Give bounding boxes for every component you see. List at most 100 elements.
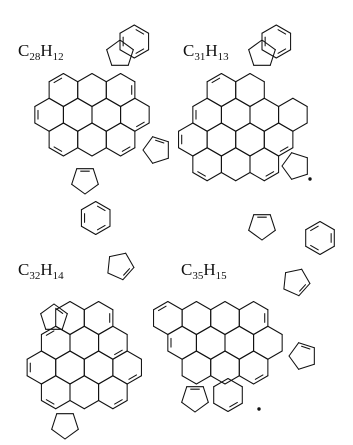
- bond: [263, 171, 280, 182]
- bond: [119, 39, 134, 51]
- bond: [235, 97, 251, 108]
- double-bond: [96, 205, 106, 212]
- bond: [206, 122, 222, 132]
- bond: [61, 313, 68, 330]
- bond: [263, 122, 280, 132]
- bond: [195, 350, 212, 360]
- bond: [235, 171, 251, 182]
- bond: [291, 173, 308, 180]
- bond: [224, 300, 240, 311]
- bond: [261, 39, 276, 51]
- bond: [112, 325, 128, 336]
- bond: [71, 183, 86, 195]
- bond: [210, 375, 226, 385]
- bond: [62, 97, 79, 108]
- bond: [249, 97, 265, 108]
- radical-dot-c35h15: [257, 407, 261, 411]
- bond: [142, 136, 154, 151]
- bond: [40, 375, 57, 385]
- bond: [98, 375, 114, 385]
- bond: [224, 325, 240, 336]
- double-bond: [277, 29, 287, 35]
- bond: [224, 350, 240, 360]
- bond: [278, 97, 294, 108]
- bond: [77, 122, 93, 132]
- bond: [249, 72, 265, 83]
- bond: [69, 350, 85, 360]
- bond: [192, 122, 208, 132]
- bond: [69, 300, 85, 311]
- bond: [98, 399, 114, 410]
- bond: [53, 303, 68, 315]
- bond: [122, 266, 135, 281]
- bond: [64, 428, 79, 440]
- radical-dot-c31h13: [308, 177, 312, 181]
- bond: [92, 168, 99, 185]
- bond: [220, 171, 237, 182]
- bond: [181, 375, 197, 385]
- bond: [291, 152, 308, 159]
- bond: [210, 300, 226, 311]
- bond: [181, 401, 196, 413]
- bond: [181, 300, 197, 311]
- bond: [249, 171, 265, 182]
- bond: [40, 350, 57, 360]
- bond: [26, 350, 42, 360]
- double-bond: [135, 29, 145, 35]
- double-bond: [277, 48, 287, 54]
- bond: [195, 375, 212, 385]
- bond: [192, 147, 208, 157]
- bond: [319, 245, 335, 256]
- bond: [220, 147, 237, 157]
- bond: [112, 399, 128, 410]
- bond: [80, 225, 97, 236]
- bond: [83, 399, 100, 410]
- bond: [91, 97, 107, 108]
- bond: [167, 300, 183, 311]
- bond: [98, 350, 114, 360]
- formula-c28h12: C28H12: [18, 41, 64, 63]
- bond: [213, 402, 229, 413]
- bond: [69, 325, 85, 336]
- bond: [192, 171, 208, 182]
- double-bond: [279, 146, 289, 152]
- bond: [83, 300, 100, 311]
- double-bond: [265, 171, 275, 177]
- bond: [152, 157, 169, 164]
- double-bond: [197, 171, 206, 177]
- bond: [51, 428, 66, 440]
- bond: [40, 303, 55, 315]
- bond: [83, 375, 100, 385]
- bond: [206, 171, 222, 182]
- bond: [181, 386, 188, 403]
- bond: [119, 24, 135, 34]
- bond: [213, 377, 229, 388]
- bond: [80, 200, 97, 211]
- bond: [248, 49, 255, 66]
- bond: [105, 72, 122, 83]
- bond: [112, 375, 128, 385]
- bond: [305, 220, 321, 231]
- bond: [153, 325, 169, 336]
- bond: [248, 214, 255, 231]
- bond: [235, 147, 251, 157]
- bond: [126, 350, 142, 360]
- bond: [253, 350, 269, 360]
- bond: [194, 401, 209, 413]
- bond: [120, 72, 136, 83]
- bond: [181, 325, 197, 336]
- bond: [261, 229, 276, 241]
- bond: [181, 350, 197, 360]
- bond: [267, 325, 283, 336]
- bond: [206, 147, 222, 157]
- bond: [26, 375, 42, 385]
- bond: [77, 97, 93, 108]
- formula-c31h13: C31H13: [183, 41, 229, 63]
- bond: [120, 122, 136, 132]
- bond: [235, 122, 251, 132]
- bond: [248, 39, 263, 51]
- bond: [167, 350, 183, 360]
- double-bond: [254, 374, 264, 380]
- bond: [281, 165, 293, 180]
